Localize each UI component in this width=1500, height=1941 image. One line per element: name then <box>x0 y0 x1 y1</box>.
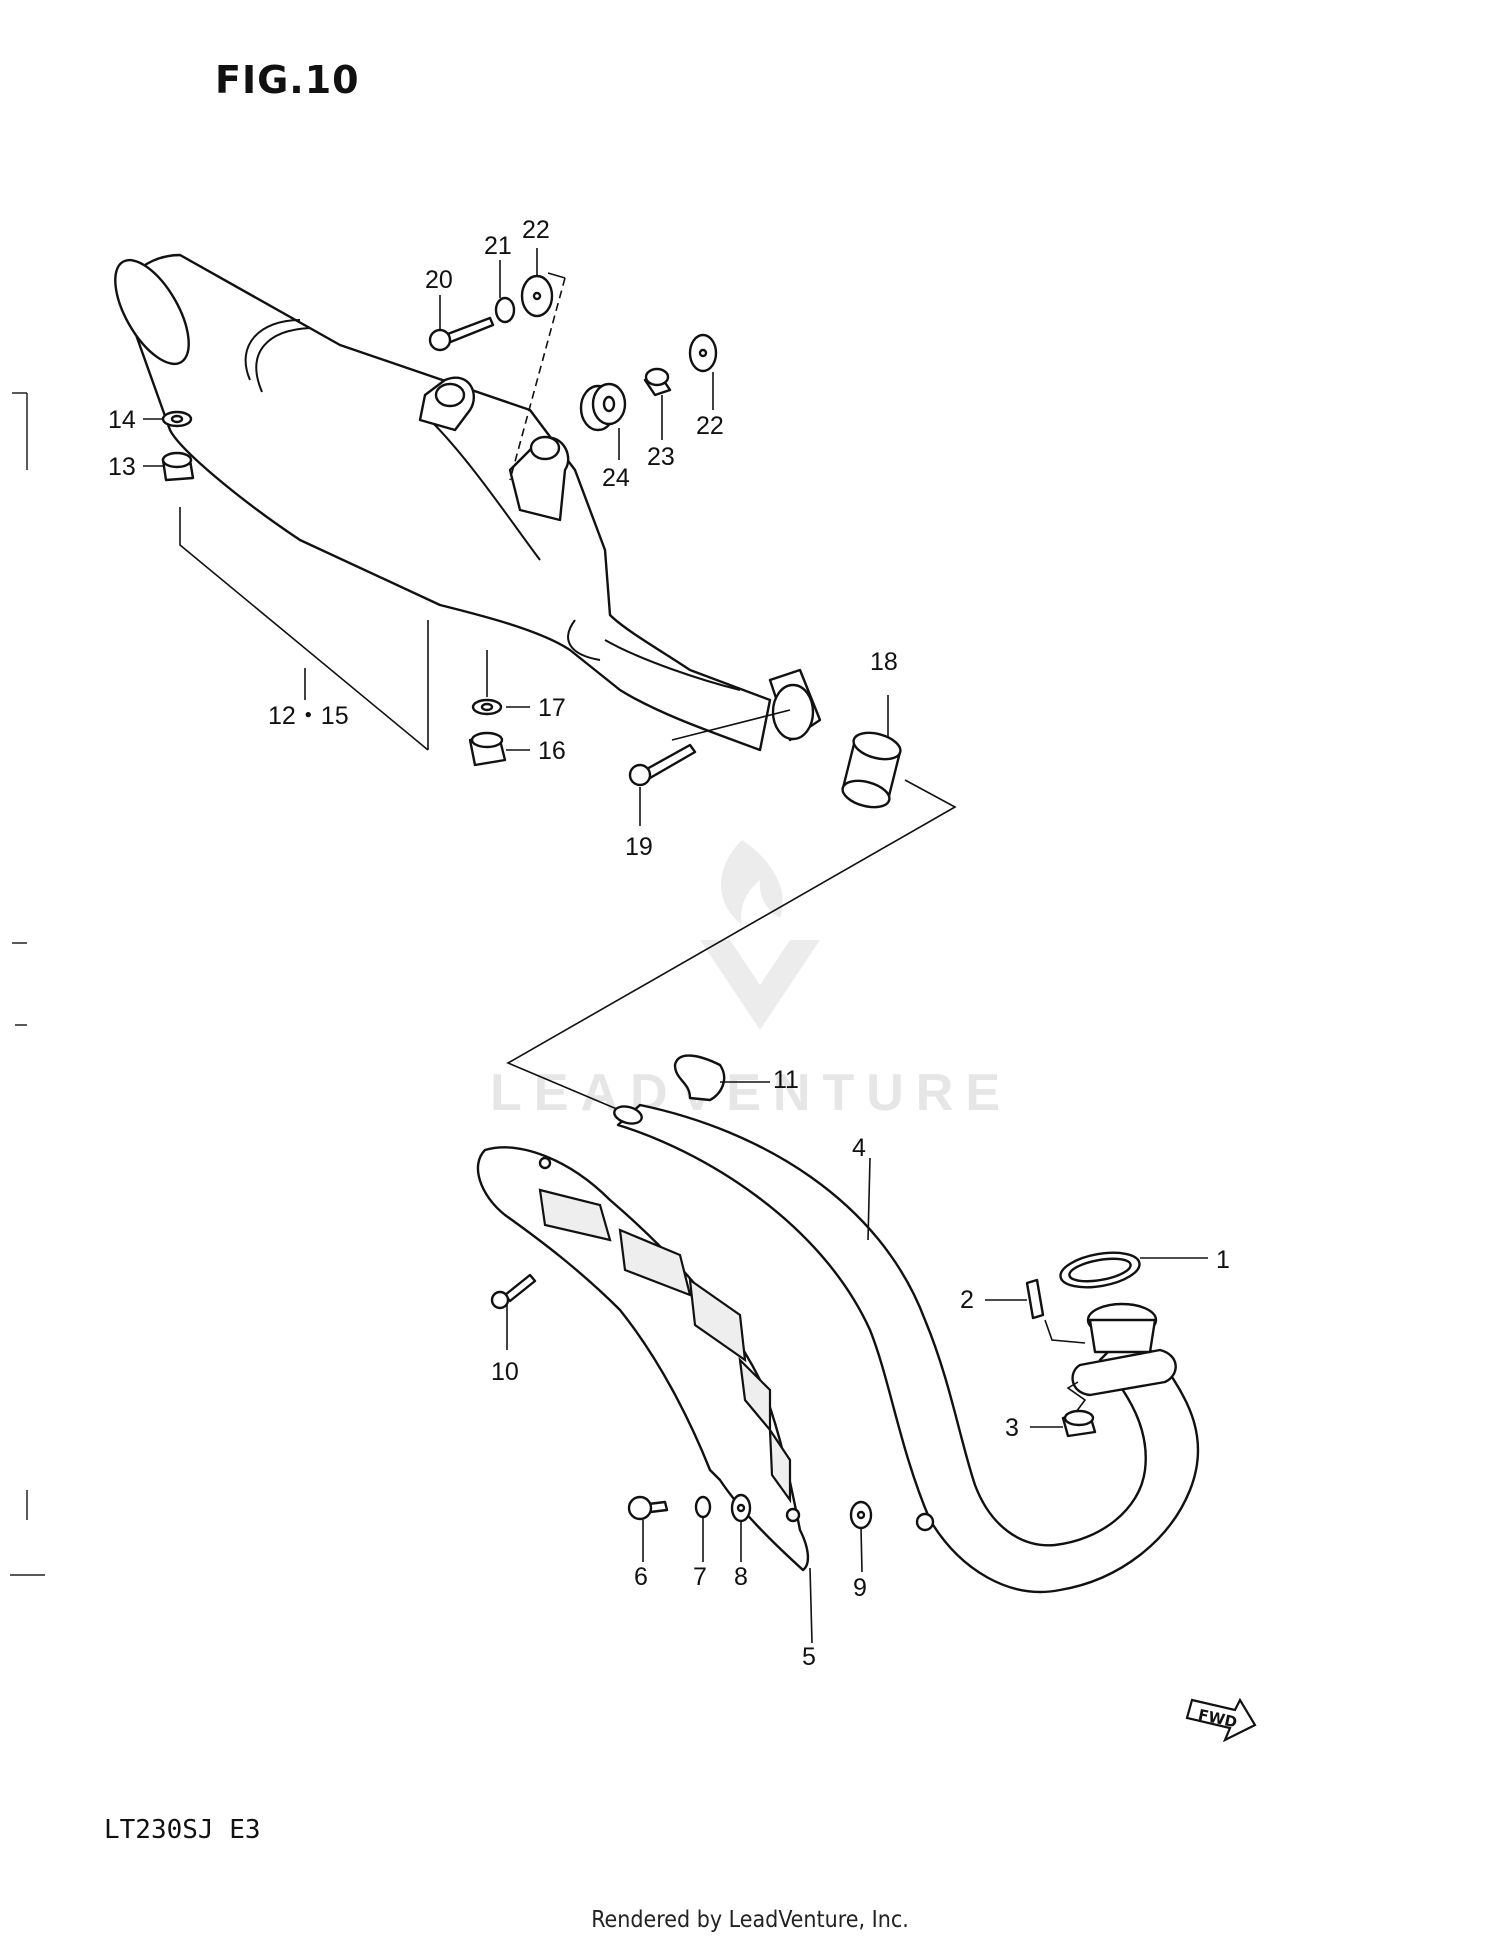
washer-22-upper <box>520 274 554 318</box>
callout-24: 24 <box>602 464 630 492</box>
callout-4: 4 <box>852 1134 866 1162</box>
callout-1: 1 <box>1216 1246 1230 1274</box>
figure-label: FIG.10 <box>215 58 360 102</box>
bracket-11 <box>673 1054 726 1102</box>
muffler-assembly <box>114 253 822 752</box>
callout-7: 7 <box>693 1563 707 1591</box>
callout-5: 5 <box>802 1643 816 1671</box>
washer-17 <box>471 698 503 716</box>
callout-14: 14 <box>108 406 136 434</box>
nut-13 <box>161 451 195 482</box>
heat-shield-5 <box>476 1146 810 1572</box>
callout-3: 3 <box>1005 1414 1019 1442</box>
washer-22-lower <box>688 333 718 373</box>
callout-23: 23 <box>647 443 675 471</box>
washer-21 <box>494 296 516 324</box>
callout-18: 18 <box>870 648 898 676</box>
callout-12-15: 12・15 <box>268 702 349 730</box>
leadventure-watermark: LEADVENTURE <box>490 840 1012 1122</box>
callout-16: 16 <box>538 737 566 765</box>
collar-23 <box>643 367 672 397</box>
screw-10 <box>490 1273 537 1310</box>
exhaust-flange <box>1071 1302 1177 1397</box>
gasket-1 <box>1059 1251 1141 1289</box>
model-code: LT230SJ E3 <box>104 1815 261 1845</box>
nut-3 <box>1061 1409 1097 1438</box>
bolt-19 <box>628 743 697 787</box>
nut-16 <box>468 731 507 767</box>
grommet-24 <box>579 382 627 432</box>
callout-11: 11 <box>773 1066 799 1094</box>
callout-10: 10 <box>491 1358 519 1386</box>
callout-labels: 1 2 3 4 5 6 7 8 9 10 11 12・15 13 14 16 1… <box>108 216 1230 1671</box>
watermark-text: LEADVENTURE <box>490 1064 1012 1122</box>
bolt-20 <box>428 316 495 352</box>
fwd-arrow-icon: FWD <box>1185 1697 1257 1743</box>
callout-22-upper: 22 <box>522 216 550 244</box>
callout-6: 6 <box>634 1563 648 1591</box>
footer-credit: Rendered by LeadVenture, Inc. <box>591 1907 909 1933</box>
callout-19: 19 <box>625 833 653 861</box>
washer-7 <box>694 1495 712 1519</box>
washer-8 <box>730 1493 752 1523</box>
callout-8: 8 <box>734 1563 748 1591</box>
callout-2: 2 <box>960 1286 974 1314</box>
stud-2 <box>1025 1278 1045 1320</box>
callout-21: 21 <box>484 232 512 260</box>
washer-14 <box>161 410 193 428</box>
exhaust-sleeve-18 <box>841 731 902 809</box>
callout-17: 17 <box>538 694 566 722</box>
callout-22-lower: 22 <box>696 412 724 440</box>
callout-20: 20 <box>425 266 453 294</box>
bolt-6 <box>627 1495 669 1521</box>
scan-margin-marks <box>10 392 45 1576</box>
callout-13: 13 <box>108 453 136 481</box>
callout-9: 9 <box>853 1574 867 1602</box>
callout-leaders <box>143 248 1208 1644</box>
washer-9 <box>849 1500 873 1530</box>
